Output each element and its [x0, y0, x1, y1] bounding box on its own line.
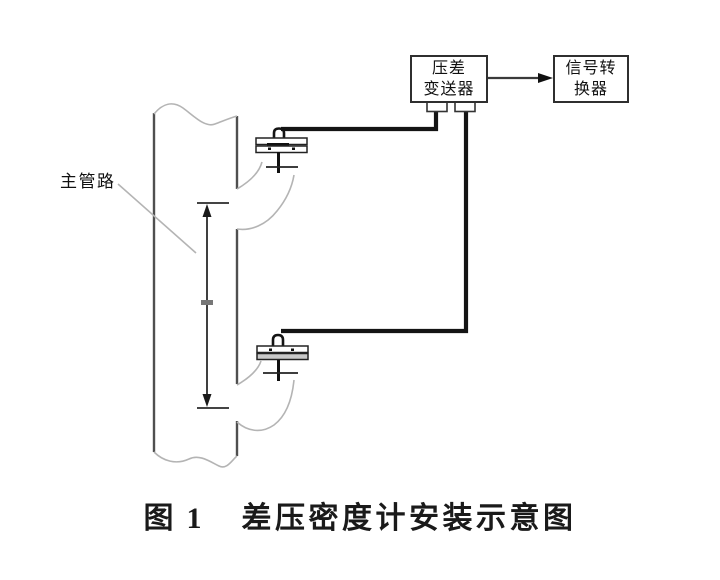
lower-flange-bolt-left — [269, 348, 272, 351]
lower-tap-flange — [256, 333, 309, 381]
impulse-line-upper — [281, 110, 439, 132]
pipe-break-bottom — [153, 451, 238, 468]
lower-flange-plate-top — [256, 345, 309, 354]
pipe-label-leader-line — [117, 183, 197, 254]
transmitter-port-left — [426, 101, 448, 113]
dimension-arrow-down-icon — [202, 394, 212, 407]
lower-flange-hook — [271, 333, 285, 346]
dimension-arrow-up-icon — [202, 204, 212, 217]
pipe-break-top — [153, 103, 238, 126]
upper-flange-bolt-left — [268, 147, 271, 150]
signal-converter-box: 信号转 换器 — [553, 55, 629, 103]
upper-tap-flange — [255, 127, 308, 173]
upper-flange-hook — [272, 127, 286, 139]
upper-flange-bolt-right — [292, 147, 295, 150]
main-pipe-label: 主管路 — [60, 172, 116, 191]
figure-caption-title: 差压密度计安装示意图 — [241, 502, 577, 535]
converter-label-line2: 换器 — [573, 81, 608, 98]
upper-flange-plate-bottom — [255, 145, 308, 154]
converter-label-line1: 信号转 — [565, 60, 617, 77]
dimension-line — [197, 202, 229, 409]
signal-arrowhead-icon — [538, 73, 553, 83]
lower-tap-elbow — [236, 360, 295, 432]
transmitter-port-right — [454, 101, 476, 113]
impulse-line-lower — [281, 110, 469, 334]
lower-flange-bolt-right — [291, 348, 294, 351]
lower-flange-plate-bottom — [256, 352, 309, 361]
figure-caption-number: 1 — [186, 502, 202, 535]
signal-arrow — [488, 73, 553, 83]
upper-tap-elbow — [236, 161, 295, 231]
dimension-midpoint-mark — [201, 300, 213, 305]
figure-caption: 图 1 差压密度计安装示意图 — [0, 493, 720, 537]
transmitter-label-line1: 压差 — [431, 60, 466, 77]
transmitter-label-line2: 变送器 — [423, 81, 475, 98]
figure-caption-label: 图 — [143, 502, 174, 535]
pressure-transmitter-box: 压差 变送器 — [410, 55, 488, 103]
